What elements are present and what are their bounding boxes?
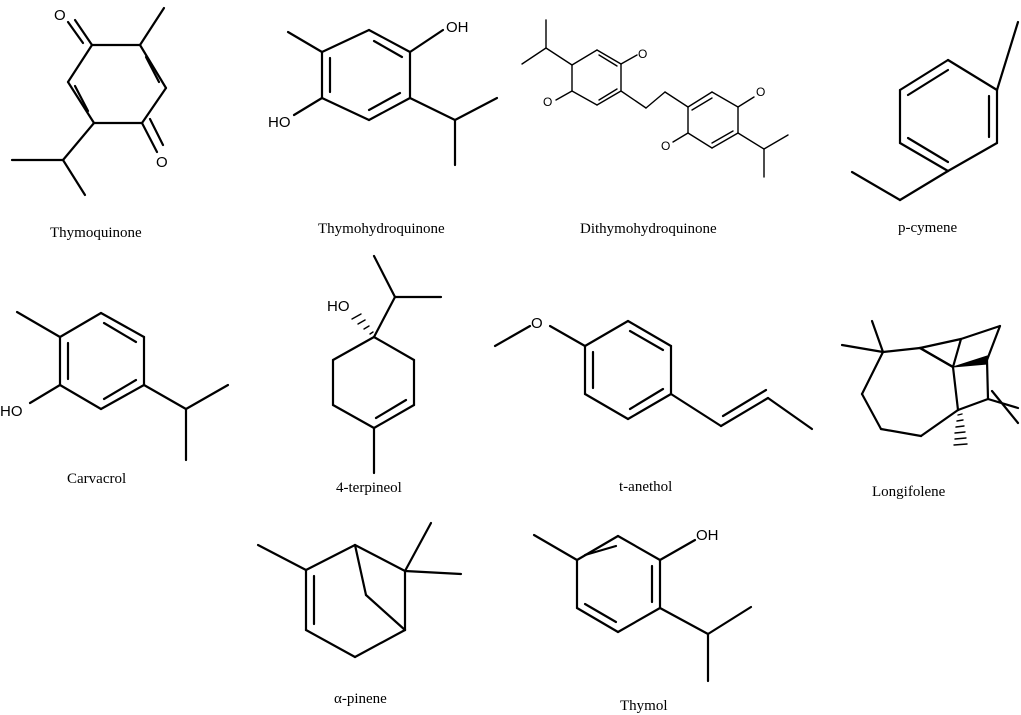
- thymohydroquinone-structure: [286, 28, 499, 167]
- caption-thymol: Thymol: [620, 698, 668, 714]
- 4-terpineol-atom-ho: HO: [327, 298, 350, 315]
- dithymohydroquinone-atom-o1: O: [638, 47, 647, 61]
- caption-4-terpineol: 4-terpineol: [336, 480, 402, 496]
- caption-alpha-pinene: α-pinene: [334, 691, 387, 707]
- thymol-structure: [532, 533, 753, 683]
- carvacrol-structure: [15, 310, 230, 462]
- caption-t-anethol: t-anethol: [619, 479, 672, 495]
- t-anethol-structure: [493, 319, 814, 431]
- dithymohydroquinone-atom-o4: O: [661, 139, 670, 153]
- caption-p-cymene: p-cymene: [898, 220, 957, 236]
- caption-thymohydroquinone: Thymohydroquinone: [318, 221, 445, 237]
- t-anethol-atom-o: O: [531, 315, 543, 332]
- longifolene-structure: [840, 319, 1020, 446]
- dithymohydroquinone-atom-o2: O: [543, 95, 552, 109]
- thymol-atom-oh: OH: [696, 527, 719, 544]
- caption-dithymohydroquinone: Dithymohydroquinone: [580, 221, 717, 237]
- dithymohydroquinone-atom-o3: O: [756, 85, 765, 99]
- caption-thymoquinone: Thymoquinone: [50, 225, 142, 241]
- carvacrol-atom-ho: HO: [0, 403, 23, 420]
- dithymohydroquinone-structure: [521, 19, 789, 178]
- thymohydroquinone-atom-oh: OH: [446, 19, 469, 36]
- p-cymene-structure: [850, 20, 1020, 202]
- thymoquinone-atom-o2: O: [156, 154, 168, 171]
- thymohydroquinone-atom-ho: HO: [268, 114, 291, 131]
- thymoquinone-structure: [10, 6, 168, 197]
- alpha-pinene-structure: [256, 521, 463, 659]
- caption-carvacrol: Carvacrol: [67, 471, 126, 487]
- thymoquinone-atom-o1: O: [54, 7, 66, 24]
- caption-longifolene: Longifolene: [872, 484, 946, 500]
- 4-terpineol-structure: [331, 254, 443, 475]
